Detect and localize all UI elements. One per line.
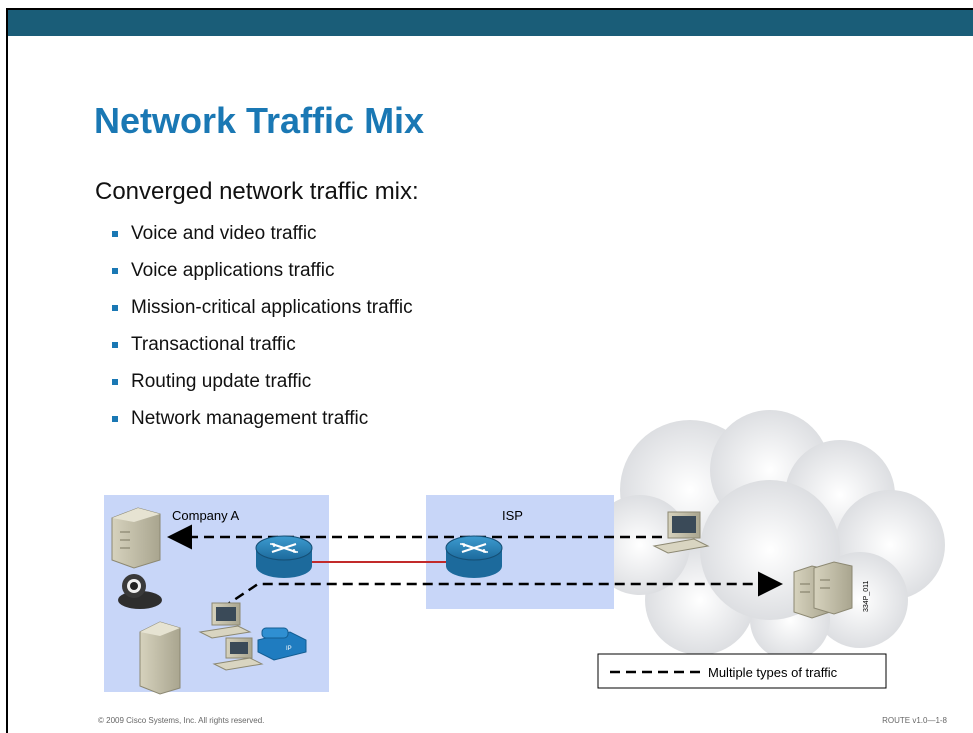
bullet-square-icon — [112, 379, 118, 385]
server-icon — [111, 507, 161, 569]
router-icon-company-a — [255, 535, 313, 578]
header-bar — [8, 10, 973, 36]
bullet-item: Voice and video traffic — [112, 222, 413, 259]
bullet-text: Mission-critical applications traffic — [131, 297, 413, 318]
bullet-item: Voice applications traffic — [112, 259, 413, 296]
remote-servers-icon — [793, 561, 853, 619]
bullet-square-icon — [112, 268, 118, 274]
tower-server-icon — [139, 621, 181, 695]
ip-phone-icon: IP — [257, 627, 307, 661]
copyright-footer: © 2009 Cisco Systems, Inc. All rights re… — [98, 716, 265, 725]
slide-subtitle: Converged network traffic mix: — [95, 178, 419, 205]
bullet-square-icon — [112, 416, 118, 422]
bullet-text: Voice applications traffic — [131, 260, 335, 281]
webcam-icon — [118, 574, 162, 609]
router-icon-isp — [445, 535, 503, 578]
internet-cloud — [590, 410, 945, 660]
bullet-square-icon — [112, 231, 118, 237]
bullet-item: Mission-critical applications traffic — [112, 296, 413, 333]
bullet-text: Routing update traffic — [131, 371, 312, 392]
bullet-list: Voice and video traffic Voice applicatio… — [112, 222, 413, 444]
workstation-icon — [198, 602, 264, 671]
bullet-item: Routing update traffic — [112, 370, 413, 407]
bullet-text: Network management traffic — [131, 408, 369, 429]
course-footer: ROUTE v1.0—1-8 — [882, 716, 947, 725]
slide-title: Network Traffic Mix — [94, 100, 425, 141]
traffic-arrow-outbound — [221, 571, 783, 610]
company-a-label: Company A — [172, 508, 240, 523]
slide-frame — [6, 8, 973, 733]
isp-label: ISP — [502, 508, 523, 523]
bullet-square-icon — [112, 342, 118, 348]
bullet-text: Transactional traffic — [131, 334, 296, 355]
bullet-item: Network management traffic — [112, 407, 413, 444]
bullet-item: Transactional traffic — [112, 333, 413, 370]
legend: Multiple types of traffic — [597, 653, 887, 689]
figure-id: 334P_011 — [863, 580, 870, 612]
remote-pc-icon — [652, 511, 710, 554]
legend-label: Multiple types of traffic — [708, 665, 838, 680]
bullet-square-icon — [112, 305, 118, 311]
ip-phone-mark: IP — [286, 646, 292, 652]
bullet-text: Voice and video traffic — [131, 223, 317, 244]
